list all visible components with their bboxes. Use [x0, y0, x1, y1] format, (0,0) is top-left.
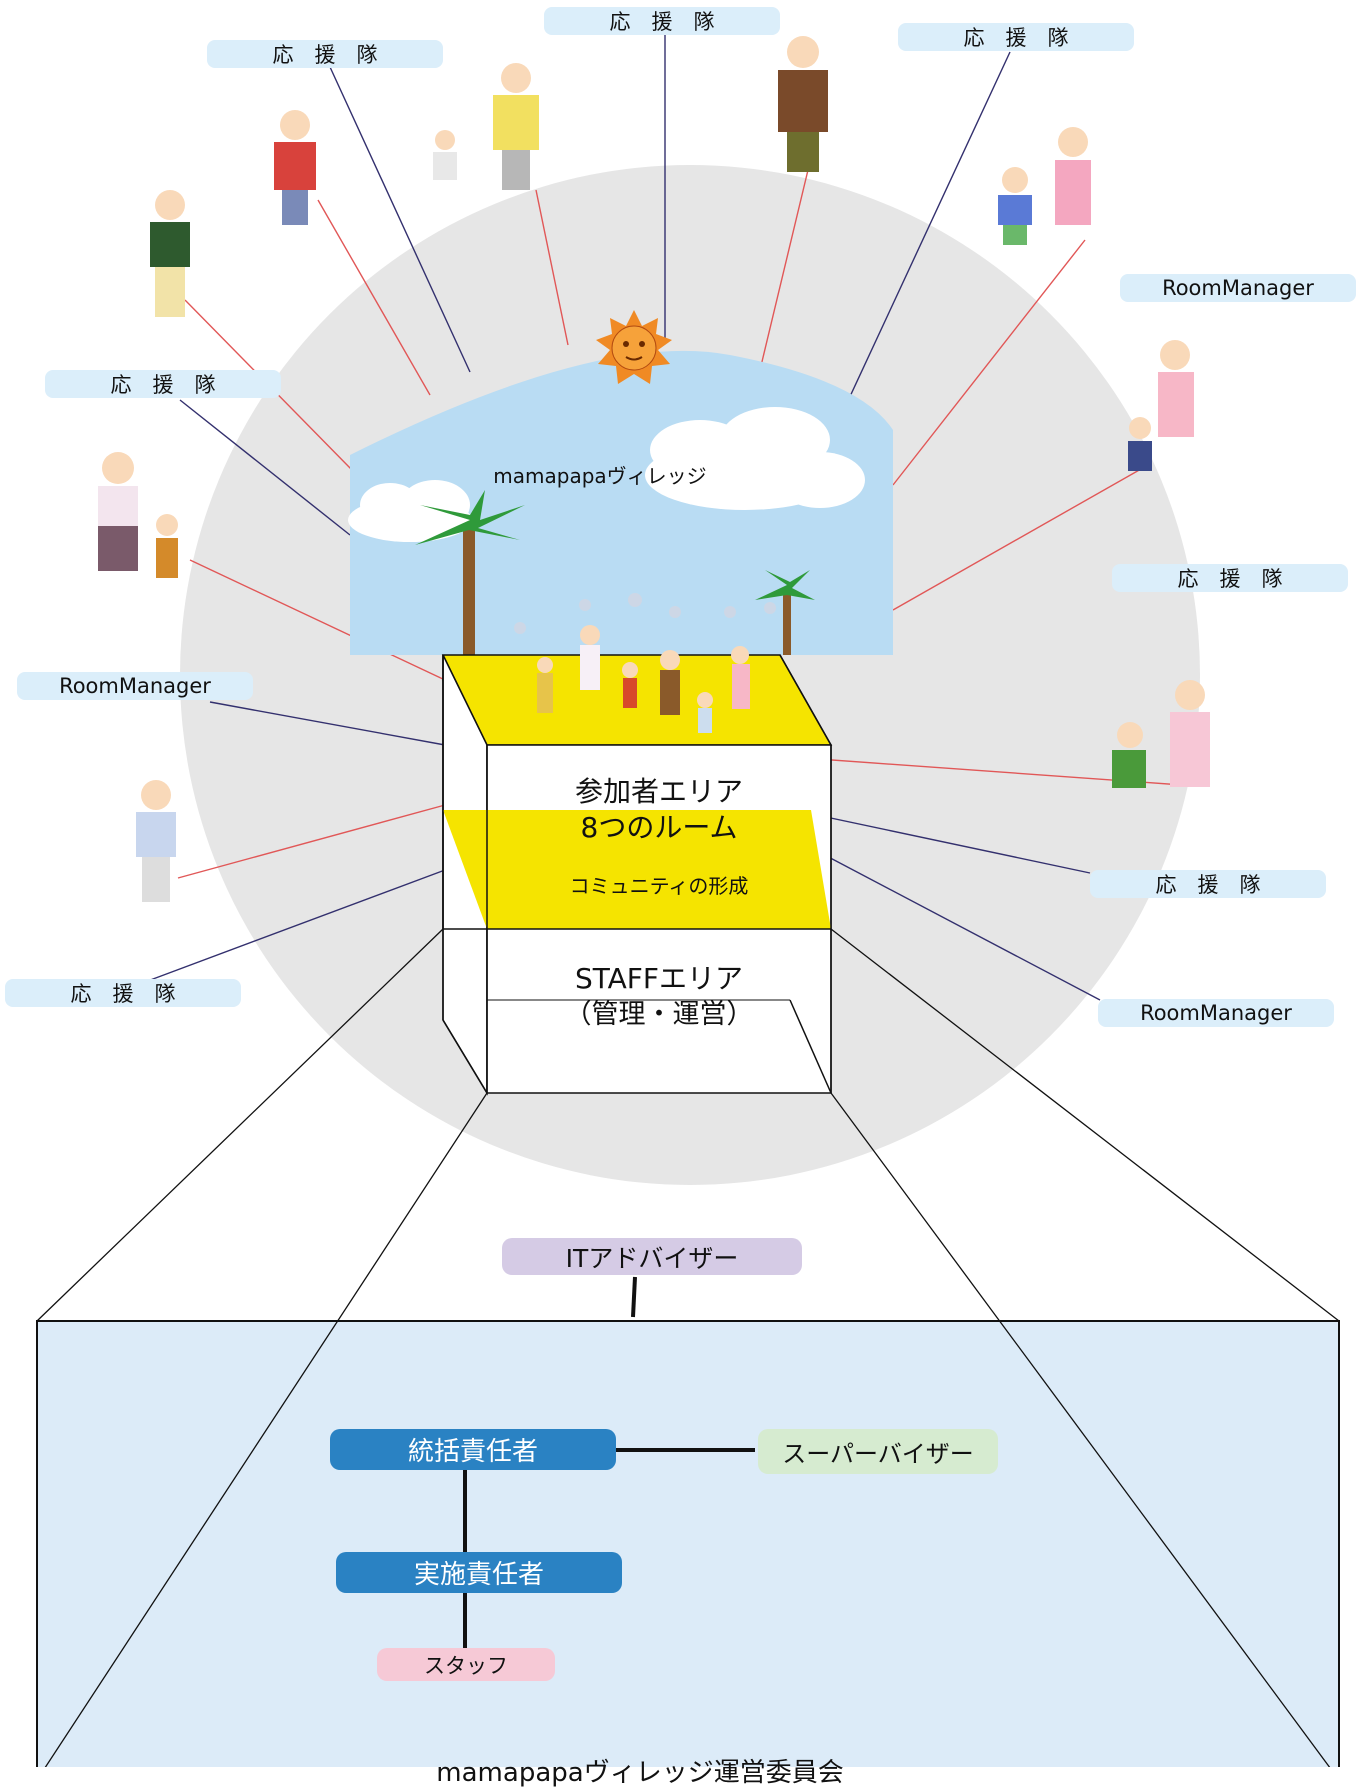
label-lines	[144, 35, 1101, 1001]
perspective-lines	[36, 928, 1340, 1767]
room-manager-label-right-lower: RoomManager	[1098, 999, 1334, 1027]
person-icon	[778, 36, 828, 172]
staff-area-title: STAFFエリア	[574, 962, 744, 995]
rooms-label: 8つのルーム	[580, 811, 738, 844]
executive-manager-box: 実施責任者	[336, 1552, 622, 1593]
person-icon	[98, 452, 138, 571]
person-icon	[1128, 417, 1152, 471]
person-icon	[1158, 340, 1194, 437]
committee-title: mamapapaヴィレッジ運営委員会	[436, 1758, 844, 1788]
person-icon	[493, 63, 539, 190]
it-advisor-box: ITアドバイザー	[502, 1238, 802, 1275]
supporter-label-top-center: 応 援 隊	[544, 7, 780, 35]
org-panel	[36, 1320, 1340, 1767]
supporter-label-left-upper: 応 援 隊	[45, 370, 281, 398]
clouds	[348, 407, 865, 542]
staff-area-subtitle: （管理・運営）	[564, 999, 754, 1030]
palm-tree-small-icon	[755, 570, 815, 655]
person-icon	[998, 167, 1032, 245]
person-icon	[1170, 680, 1210, 787]
room-manager-label-left: RoomManager	[17, 672, 253, 700]
org-connectors	[463, 1276, 755, 1648]
person-icon	[156, 514, 178, 578]
community-band	[443, 810, 831, 929]
supporter-label-left-lower: 応 援 隊	[5, 979, 241, 1007]
staff-box: スタッフ	[377, 1648, 555, 1681]
supporter-label-top-right: 応 援 隊	[898, 23, 1134, 51]
room-manager-label-top-right: RoomManager	[1120, 274, 1356, 302]
community-label: コミュニティの形成	[569, 874, 749, 898]
supervisor-box: スーパーバイザー	[758, 1429, 998, 1474]
person-icon	[1055, 127, 1091, 225]
general-manager-box: 統括責任者	[330, 1429, 616, 1470]
person-icon	[150, 190, 190, 317]
platform-crowd-icon	[514, 593, 776, 733]
person-icon	[1112, 722, 1146, 788]
supporter-figures	[98, 36, 1210, 902]
participant-area-title: 参加者エリア	[574, 775, 743, 808]
supporter-label-right-middle: 応 援 隊	[1090, 870, 1326, 898]
person-icon	[136, 780, 176, 902]
person-icon	[433, 130, 457, 180]
person-icon	[274, 110, 316, 225]
supporter-label-right-upper: 応 援 隊	[1112, 564, 1348, 592]
supporter-label-top-left: 応 援 隊	[207, 40, 443, 68]
village-title: mamapapaヴィレッジ	[493, 464, 707, 488]
sun-icon	[596, 310, 672, 384]
